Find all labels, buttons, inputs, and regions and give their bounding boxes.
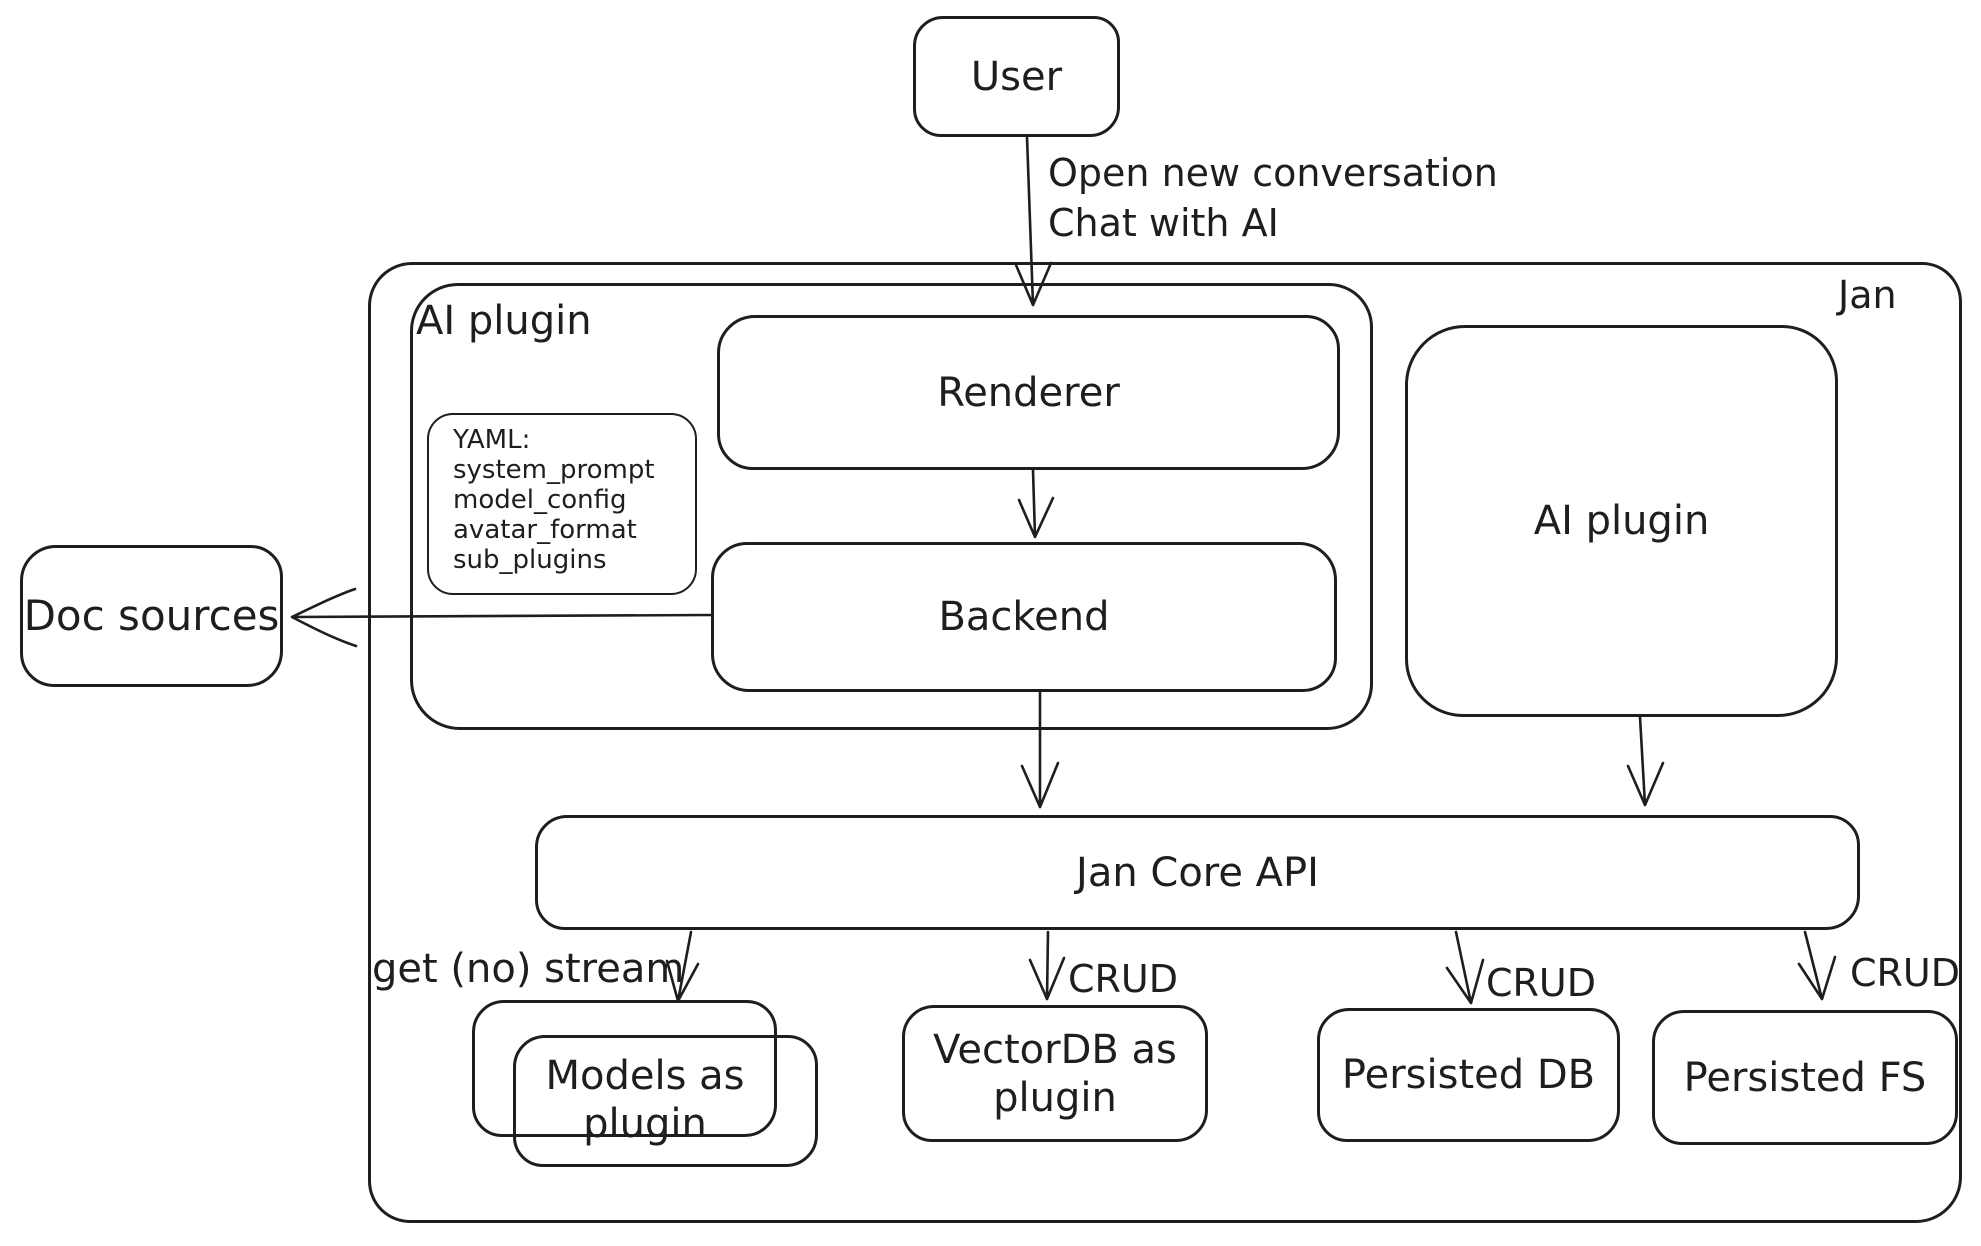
note-yaml-line: sub_plugins xyxy=(453,545,607,575)
edge-label-crud-persisted-fs: CRUD xyxy=(1850,951,1961,995)
node-user: User xyxy=(913,16,1120,137)
node-persisted-fs-label: Persisted FS xyxy=(1683,1054,1927,1101)
edge-label-open-conversation-line1: Open new conversation xyxy=(1048,151,1498,195)
container-ai-plugin xyxy=(410,283,1373,730)
node-renderer: Renderer xyxy=(717,315,1340,470)
edge-label-crud-vectordb: CRUD xyxy=(1068,957,1179,1001)
note-yaml: YAML: system_prompt model_config avatar_… xyxy=(427,413,697,595)
note-yaml-line: avatar_format xyxy=(453,515,637,545)
note-yaml-title: YAML: xyxy=(453,425,531,455)
node-models-as-plugin-inner xyxy=(513,1035,818,1167)
node-jan-core-api: Jan Core API xyxy=(535,815,1860,930)
node-vectordb-as-plugin-label: VectorDB as plugin xyxy=(933,1026,1177,1121)
edge-label-get-no-stream: get (no) stream xyxy=(372,946,685,992)
node-renderer-label: Renderer xyxy=(937,369,1120,416)
node-backend-label: Backend xyxy=(938,594,1110,640)
node-jan-core-api-label: Jan Core API xyxy=(1076,849,1319,896)
node-backend: Backend xyxy=(711,542,1337,692)
node-models-as-plugin-outer xyxy=(472,1000,777,1137)
node-ai-plugin-right: AI plugin xyxy=(1405,325,1838,717)
node-doc-sources-label: Doc sources xyxy=(23,590,280,640)
node-user-label: User xyxy=(970,53,1063,100)
container-jan xyxy=(368,262,1962,1223)
node-persisted-db: Persisted DB xyxy=(1317,1008,1620,1142)
note-yaml-line: system_prompt xyxy=(453,455,655,485)
models-as-plugin-label-box: Models as plugin xyxy=(495,1040,795,1160)
edge-label-open-conversation-line2: Chat with AI xyxy=(1048,201,1279,245)
node-persisted-db-label: Persisted DB xyxy=(1341,1052,1596,1098)
edge-label-open-conversation: Open new conversation Chat with AI xyxy=(1048,148,1498,248)
jan-container-label: Jan xyxy=(1838,273,1897,317)
node-doc-sources: Doc sources xyxy=(20,545,283,687)
node-models-as-plugin-label: Models as plugin xyxy=(545,1053,745,1147)
node-ai-plugin-right-label: AI plugin xyxy=(1533,498,1710,544)
node-persisted-fs: Persisted FS xyxy=(1652,1010,1958,1145)
ai-plugin-container-label: AI plugin xyxy=(416,298,592,344)
note-yaml-line: model_config xyxy=(453,485,627,515)
node-vectordb-as-plugin: VectorDB as plugin xyxy=(902,1005,1208,1142)
edge-label-crud-persisted-db: CRUD xyxy=(1486,961,1597,1005)
